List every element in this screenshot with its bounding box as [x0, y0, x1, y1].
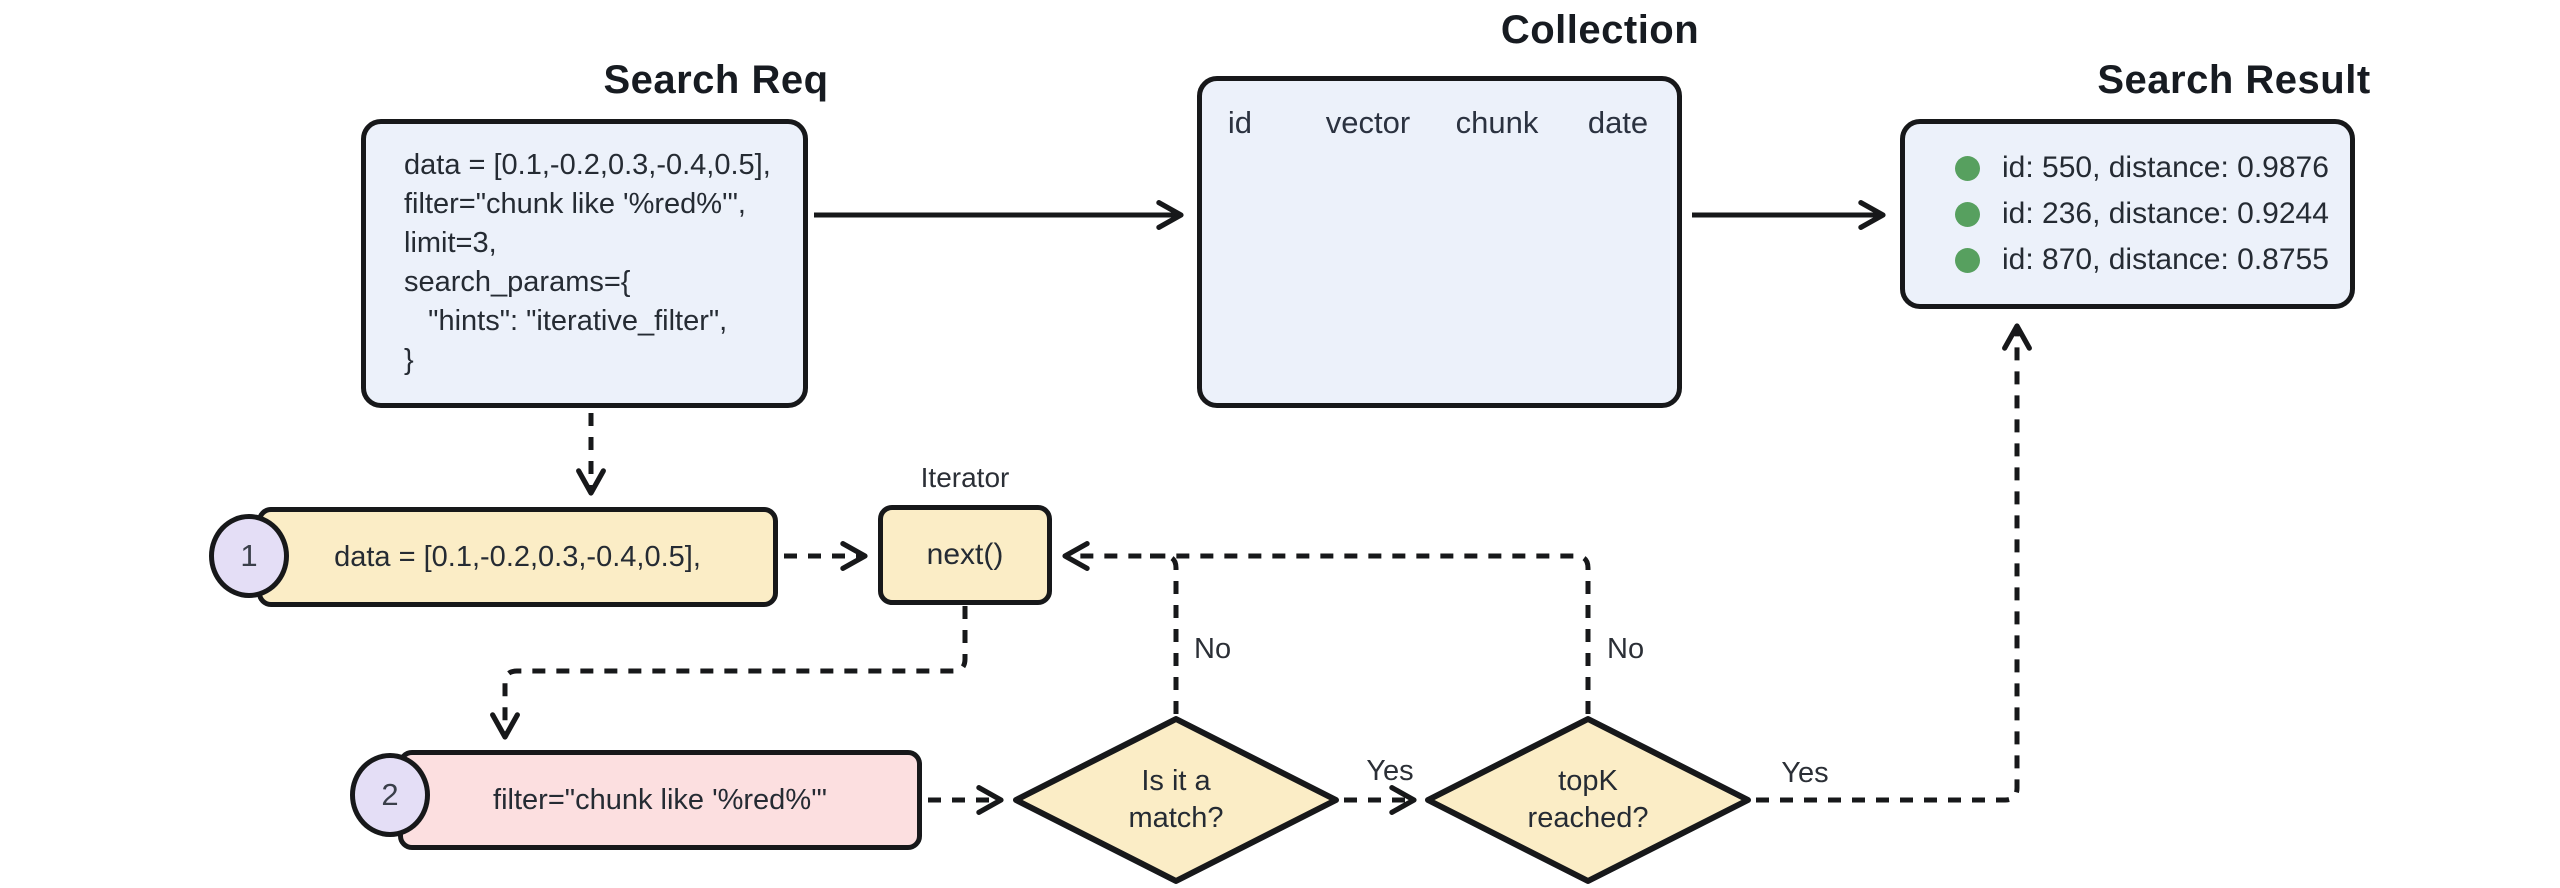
decision-topk-label: topK reached? — [1488, 763, 1688, 837]
edge-next-to-step2 — [490, 606, 968, 740]
result-bullet-icon — [1955, 247, 1980, 273]
search-req-box: data = [0.1,-0.2,0.3,-0.4,0.5], filter="… — [361, 119, 808, 408]
step1-badge: 1 — [209, 514, 289, 598]
edge-label-yes-match: Yes — [1366, 755, 1414, 787]
collection-column-vector: vector — [1325, 105, 1411, 140]
result-row: id: 236, distance: 0.9244 — [1955, 191, 2350, 237]
collection-column-date: date — [1587, 105, 1649, 140]
code-line: search_params={ — [404, 266, 631, 298]
search-result-box: id: 550, distance: 0.9876 id: 236, dista… — [1900, 119, 2355, 309]
decision-match-line2: match? — [1128, 802, 1224, 834]
edge-label-no-topk: No — [1607, 633, 1645, 665]
code-line: "hints": "iterative_filter", — [404, 305, 728, 337]
result-text: id: 870, distance: 0.8755 — [2002, 243, 2329, 276]
decision-topk-line2: reached? — [1527, 802, 1649, 834]
decision-match-line1: Is it a — [1141, 765, 1211, 797]
code-line: data = [0.1,-0.2,0.3,-0.4,0.5], — [404, 149, 771, 181]
collection-column-chunk: chunk — [1455, 105, 1539, 140]
decision-topk-diamond — [1425, 716, 1751, 884]
iterator-next-box: next() — [878, 505, 1052, 605]
search-result-title: Search Result — [2097, 58, 2371, 102]
edge-label-no-match: No — [1194, 633, 1232, 665]
code-line: } — [404, 344, 414, 376]
step2-text: filter="chunk like '%red%'" — [493, 783, 827, 816]
edge-label-yes-topk: Yes — [1781, 757, 1829, 789]
result-text: id: 236, distance: 0.9244 — [2002, 197, 2329, 230]
edge-topk-no-return-to-next — [1062, 541, 1591, 714]
search-req-code: data = [0.1,-0.2,0.3,-0.4,0.5], filter="… — [366, 124, 803, 380]
result-bullet-icon — [1955, 155, 1980, 181]
result-text: id: 550, distance: 0.9876 — [2002, 151, 2329, 184]
result-row: id: 550, distance: 0.9876 — [1955, 145, 2350, 191]
code-line: limit=3, — [404, 227, 497, 259]
edge-match-no-join — [1150, 553, 1179, 714]
step2-badge-number: 2 — [381, 777, 399, 812]
edge-topk-yes-to-result — [1756, 323, 2032, 803]
search-req-title: Search Req — [603, 58, 829, 102]
collection-box — [1197, 76, 1682, 408]
step1-data-box: data = [0.1,-0.2,0.3,-0.4,0.5], — [257, 507, 778, 607]
decision-match-diamond — [1013, 716, 1339, 884]
collection-title: Collection — [1500, 8, 1700, 52]
iterator-label: Iterator — [920, 462, 1010, 493]
step2-filter-box: filter="chunk like '%red%'" — [398, 750, 922, 850]
collection-column-id: id — [1227, 105, 1253, 140]
iterator-next-text: next() — [926, 538, 1004, 571]
decision-topk-line1: topK — [1558, 765, 1618, 797]
step1-badge-number: 1 — [240, 538, 258, 573]
search-result-list: id: 550, distance: 0.9876 id: 236, dista… — [1905, 124, 2350, 304]
step2-badge: 2 — [350, 753, 430, 837]
code-line: filter="chunk like '%red%'", — [404, 188, 746, 220]
result-row: id: 870, distance: 0.8755 — [1955, 237, 2350, 283]
result-bullet-icon — [1955, 201, 1980, 227]
decision-match-label: Is it a match? — [1076, 763, 1276, 837]
step1-text: data = [0.1,-0.2,0.3,-0.4,0.5], — [334, 540, 701, 573]
